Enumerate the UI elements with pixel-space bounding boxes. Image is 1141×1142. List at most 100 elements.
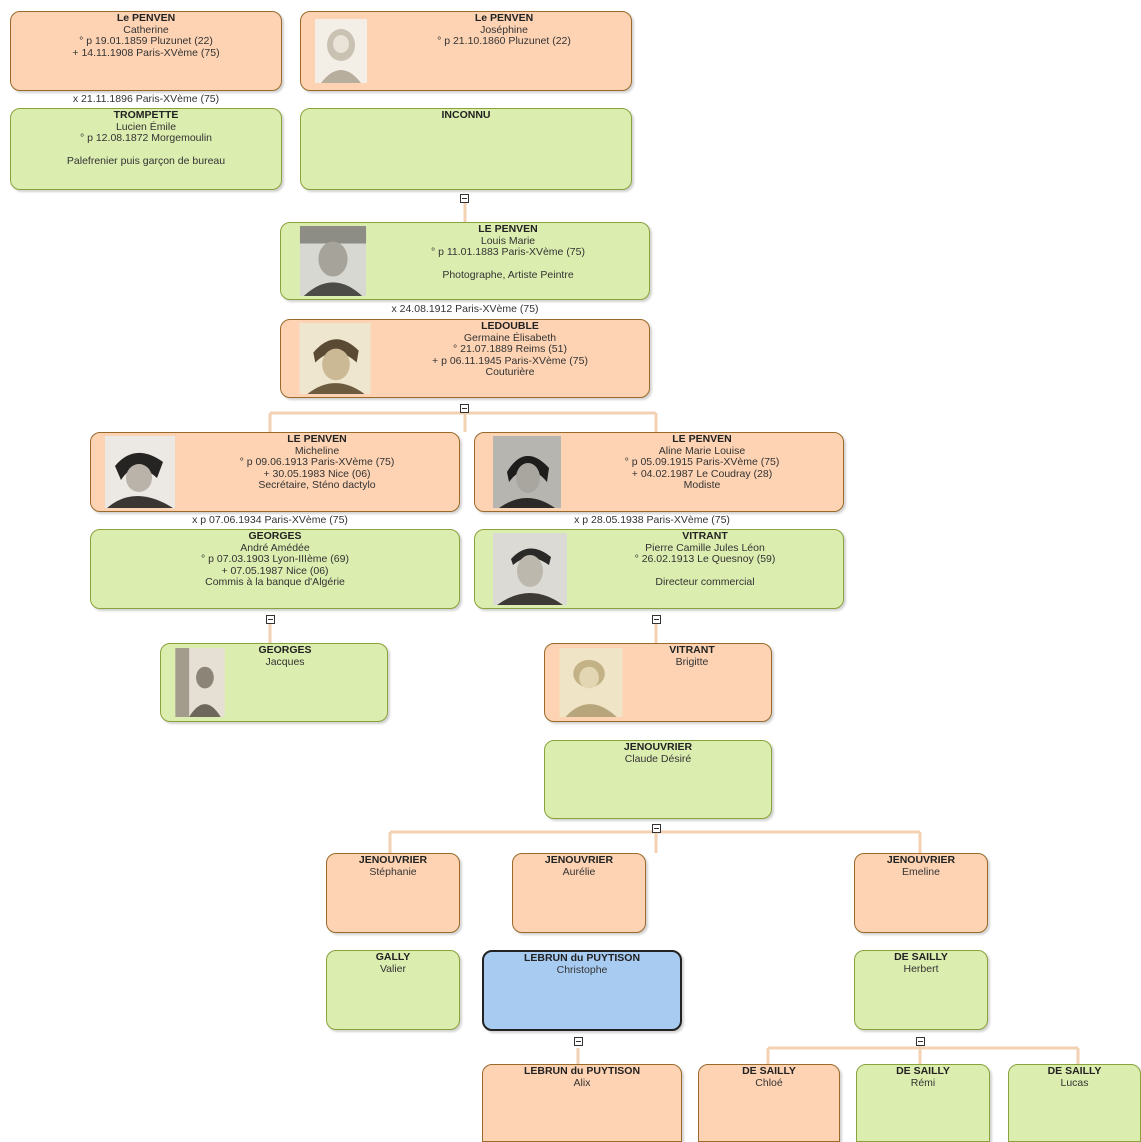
person-detail: ° p 05.09.1915 Paris-XVème (75) (624, 456, 780, 469)
person-card-micheline[interactable]: LE PENVEN Micheline ° p 09.06.1913 Paris… (90, 432, 460, 512)
collapse-toggle-icon[interactable] (652, 824, 661, 833)
person-surname: JENOUVRIER (358, 854, 428, 866)
collapse-toggle-icon[interactable] (916, 1037, 925, 1046)
person-card-aline[interactable]: LE PENVEN Aline Marie Louise ° p 05.09.1… (474, 432, 844, 512)
person-surname: DE SAILLY (1047, 1065, 1102, 1077)
person-detail: ° p 19.01.1859 Pluzunet (22) (79, 35, 213, 48)
person-detail: + 07.05.1987 Nice (06) (221, 564, 329, 577)
person-card-alix[interactable]: LEBRUN du PUYTISON Alix (482, 1064, 682, 1142)
person-detail: ° p 12.08.1872 Morgemoulin (79, 132, 213, 145)
person-given-names: Claude Désiré (624, 752, 692, 765)
person-given-names: André Amédée (240, 541, 310, 554)
person-card-stephanie[interactable]: JENOUVRIER Stéphanie (326, 853, 460, 933)
person-surname: INCONNU (441, 109, 491, 121)
person-detail: ° p 09.06.1913 Paris-XVème (75) (239, 456, 395, 469)
person-given-names: Micheline (294, 444, 340, 457)
person-card-emeline[interactable]: JENOUVRIER Emeline (854, 853, 988, 933)
person-card-andre[interactable]: GEORGES André Amédée ° p 07.03.1903 Lyon… (90, 529, 460, 609)
person-detail: Directeur commercial (655, 576, 755, 589)
person-card-jacques[interactable]: GEORGES Jacques (160, 643, 388, 722)
person-surname: Le PENVEN (116, 12, 176, 24)
person-surname: GEORGES (248, 530, 302, 542)
person-card-claude[interactable]: JENOUVRIER Claude Désiré (544, 740, 772, 819)
person-card-louis[interactable]: LE PENVEN Louis Marie ° p 11.01.1883 Par… (280, 222, 650, 300)
person-detail: Commis à la banque d'Algérie (205, 576, 345, 589)
person-photo (299, 226, 367, 296)
person-surname: LEBRUN du PUYTISON (523, 1065, 641, 1077)
person-surname: TROMPETTE (113, 109, 179, 121)
person-surname: LE PENVEN (287, 433, 347, 445)
person-card-chloe[interactable]: DE SAILLY Chloé (698, 1064, 840, 1142)
person-given-names: Herbert (903, 962, 939, 975)
person-surname: VITRANT (682, 530, 728, 542)
person-given-names: Lucas (1060, 1076, 1089, 1089)
person-detail: ° 21.07.1889 Reims (51) (453, 343, 567, 356)
person-detail: Palefrenier puis garçon de bureau (66, 155, 226, 168)
person-given-names: Chloé (755, 1076, 783, 1089)
person-card-brigitte[interactable]: VITRANT Brigitte (544, 643, 772, 722)
person-detail: ° 26.02.1913 Le Quesnoy (59) (634, 553, 776, 566)
person-detail: Secrétaire, Sténo dactylo (258, 479, 376, 492)
person-photo (175, 648, 225, 717)
person-given-names: Christophe (556, 963, 608, 976)
person-card-josephine[interactable]: Le PENVEN Joséphine ° p 21.10.1860 Pluzu… (300, 11, 632, 91)
person-detail: + 04.02.1987 Le Coudray (28) (631, 467, 773, 480)
person-card-valier[interactable]: GALLY Valier (326, 950, 460, 1030)
person-surname: JENOUVRIER (886, 854, 956, 866)
person-photo (315, 18, 367, 84)
marriage-label: x p 07.06.1934 Paris-XVème (75) (192, 514, 348, 526)
person-photo (493, 533, 567, 605)
marriage-label: x 24.08.1912 Paris-XVème (75) (391, 303, 539, 315)
marriage-label: x p 28.05.1938 Paris-XVème (75) (574, 514, 730, 526)
person-given-names: Emeline (902, 865, 940, 878)
photo-portrait-icon (315, 19, 367, 83)
photo-portrait-icon (299, 323, 371, 394)
photo-portrait-icon (493, 533, 567, 605)
person-card-remi[interactable]: DE SAILLY Rémi (856, 1064, 990, 1142)
collapse-toggle-icon[interactable] (574, 1037, 583, 1046)
person-card-herbert[interactable]: DE SAILLY Herbert (854, 950, 988, 1030)
person-given-names: Jacques (265, 655, 305, 668)
person-detail: Modiste (683, 479, 721, 492)
collapse-toggle-icon[interactable] (460, 404, 469, 413)
collapse-toggle-icon[interactable] (652, 615, 661, 624)
collapse-toggle-icon[interactable] (266, 615, 275, 624)
person-detail: + 14.11.1908 Paris-XVème (75) (72, 46, 220, 59)
person-given-names: Valier (379, 962, 407, 975)
person-given-names: Aline Marie Louise (658, 444, 746, 457)
person-card-aurelie[interactable]: JENOUVRIER Aurélie (512, 853, 646, 933)
person-card-pierre[interactable]: VITRANT Pierre Camille Jules Léon ° 26.0… (474, 529, 844, 609)
person-detail: ° p 21.10.1860 Pluzunet (22) (437, 35, 571, 48)
person-surname: LE PENVEN (478, 223, 538, 235)
person-surname: JENOUVRIER (623, 741, 693, 753)
person-surname: Le PENVEN (474, 12, 534, 24)
person-surname: DE SAILLY (742, 1065, 796, 1077)
person-surname: VITRANT (669, 644, 715, 656)
person-detail: Couturière (485, 366, 535, 379)
person-card-inconnu[interactable]: INCONNU (300, 108, 632, 190)
person-given-names: Lucien Émile (115, 120, 177, 133)
person-given-names: Pierre Camille Jules Léon (645, 541, 765, 554)
person-photo (299, 323, 371, 394)
person-given-names: Brigitte (675, 655, 709, 668)
person-surname: DE SAILLY (894, 951, 948, 963)
person-detail: ° p 11.01.1883 Paris-XVème (75) (430, 246, 585, 259)
person-card-lucien[interactable]: TROMPETTE Lucien Émile ° p 12.08.1872 Mo… (10, 108, 282, 190)
person-surname: LE PENVEN (672, 433, 732, 445)
person-card-lucas[interactable]: DE SAILLY Lucas (1008, 1064, 1141, 1142)
person-photo (559, 648, 623, 717)
person-detail: ° p 07.03.1903 Lyon-IIIème (69) (201, 553, 349, 566)
person-given-names: Joséphine (480, 23, 528, 36)
marriage-label: x 21.11.1896 Paris-XVème (75) (72, 93, 220, 105)
photo-portrait-icon (175, 648, 225, 717)
person-given-names: Catherine (123, 23, 169, 36)
person-card-christophe-selected[interactable]: LEBRUN du PUYTISON Christophe (482, 950, 682, 1031)
person-surname: GEORGES (258, 644, 312, 656)
collapse-toggle-icon[interactable] (460, 194, 469, 203)
person-detail: Photographe, Artiste Peintre (442, 269, 574, 282)
person-card-catherine[interactable]: Le PENVEN Catherine ° p 19.01.1859 Pluzu… (10, 11, 282, 91)
person-given-names: Germaine Élisabeth (463, 331, 557, 344)
photo-portrait-icon (493, 436, 561, 508)
person-surname: JENOUVRIER (544, 854, 614, 866)
person-card-germaine[interactable]: LEDOUBLE Germaine Élisabeth ° 21.07.1889… (280, 319, 650, 398)
